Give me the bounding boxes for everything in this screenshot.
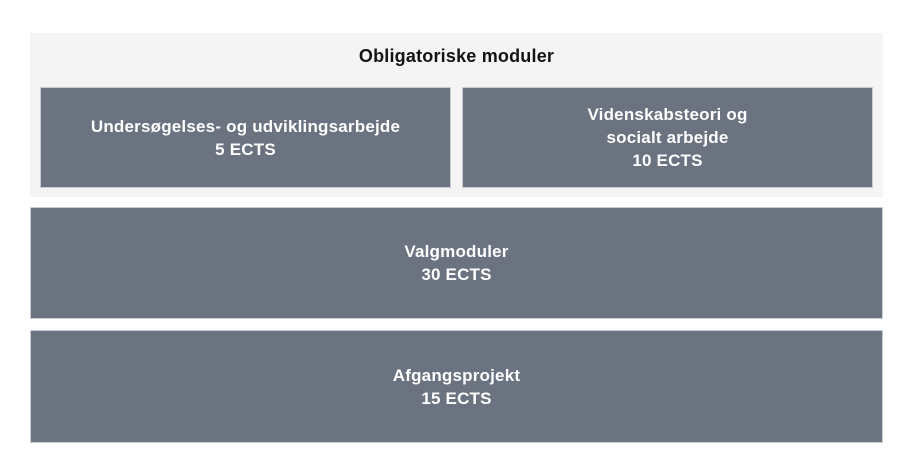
module-box-afgangsprojekt: Afgangsprojekt 15 ECTS xyxy=(30,330,883,443)
module-ects: 5 ECTS xyxy=(215,139,276,159)
module-box-undersogelses-og-udviklingsarbejde: Undersøgelses- og udviklingsarbejde 5 EC… xyxy=(40,87,451,188)
obligatory-modules-panel: Obligatoriske moduler Undersøgelses- og … xyxy=(30,33,883,197)
module-ects: 30 ECTS xyxy=(421,265,492,284)
module-name: Videnskabsteori og socialt arbejde xyxy=(587,105,748,147)
module-ects: 15 ECTS xyxy=(421,388,492,408)
module-name: Undersøgelses- og udviklingsarbejde xyxy=(90,116,401,136)
obligatory-modules-title: Obligatoriske moduler xyxy=(358,46,555,66)
module-box-valgmoduler: Valgmoduler 30 ECTS xyxy=(30,207,883,319)
module-box-videnskabsteori-og-socialt-arbejde: Videnskabsteori og socialt arbejde 10 EC… xyxy=(462,87,873,188)
module-name: Afgangsprojekt xyxy=(392,365,521,385)
module-name: Valgmoduler xyxy=(404,242,509,261)
module-ects: 10 ECTS xyxy=(632,151,703,170)
